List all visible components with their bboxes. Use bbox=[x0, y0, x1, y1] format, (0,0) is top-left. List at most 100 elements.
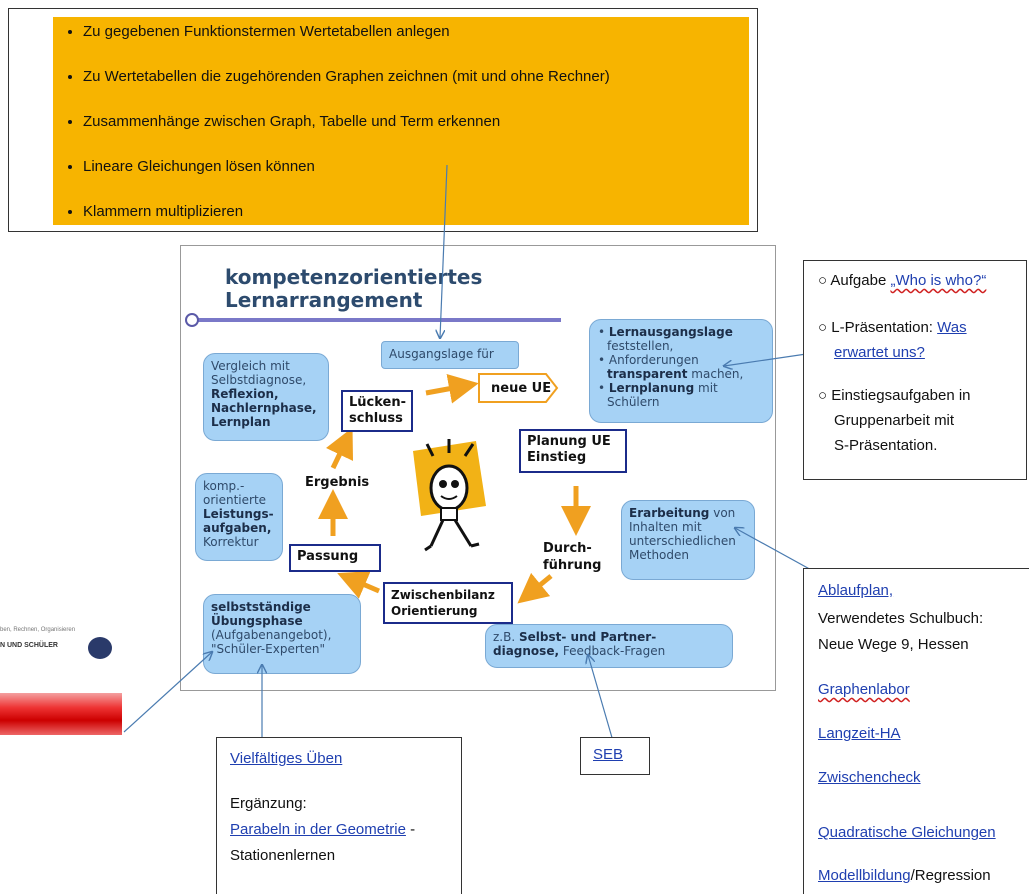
cutoff-text: N UND SCHÜLER bbox=[0, 642, 58, 649]
modellbildung-link[interactable]: Modellbildung bbox=[818, 867, 911, 884]
erarbeitung-bubble: Erarbeitung von Inhalten mit unterschied… bbox=[621, 500, 755, 580]
stationenlernen-text: Stationenlernen bbox=[230, 847, 336, 864]
seb-box: SEB bbox=[580, 737, 650, 775]
komp-bubble: komp.- orientierte Leistungs- aufgaben, … bbox=[195, 473, 283, 561]
neue-ue-label: neue UE bbox=[491, 381, 552, 396]
uebungsphase-line: (Aufgabenangebot), bbox=[211, 628, 332, 642]
graphenlabor-link[interactable]: Graphenlabor bbox=[818, 681, 910, 698]
goal-item: Zu Wertetabellen die zugehörenden Graphe… bbox=[83, 66, 610, 111]
schulbuch-line: Neue Wege 9, Hessen bbox=[818, 636, 969, 653]
komp-line: komp.- bbox=[203, 479, 245, 493]
vielfaeltiges-ueben-link[interactable]: Vielfältiges Üben bbox=[230, 750, 343, 767]
arrow-to-lueckenschluss bbox=[325, 427, 354, 470]
task-line: S-Präsentation. bbox=[834, 437, 938, 454]
who-is-who-link[interactable]: „Who is who?“ bbox=[890, 272, 987, 289]
bird-icon bbox=[88, 637, 112, 659]
uebungsphase-line: Übungsphase bbox=[211, 614, 303, 628]
vergleich-bubble: Vergleich mit Selbstdiagnose, Reflexion,… bbox=[203, 353, 329, 441]
uebungsphase-bubble: selbstständige Übungsphase (Aufgabenange… bbox=[203, 594, 361, 674]
ergaenzung-label: Ergänzung: bbox=[230, 795, 307, 812]
red-banner bbox=[0, 693, 122, 735]
uebungsphase-line: selbstständige bbox=[211, 600, 311, 614]
dash: - bbox=[405, 821, 416, 838]
ablaufplan-link[interactable]: Ablaufplan, bbox=[818, 582, 894, 599]
komp-line: aufgaben, bbox=[203, 521, 272, 535]
ausgangslage-text: Ausgangslage für bbox=[389, 347, 494, 361]
durchfuehrung-line: Durch- bbox=[543, 541, 592, 556]
erarbeitung-line: Methoden bbox=[629, 548, 689, 562]
passung-box: Passung bbox=[289, 544, 381, 572]
task-line: Einstiegsaufgaben in bbox=[831, 387, 971, 404]
vergleich-line: Vergleich mit bbox=[211, 359, 290, 373]
langzeit-ha-link[interactable]: Langzeit-HA bbox=[818, 725, 901, 742]
quadratische-gleichungen-link[interactable]: Quadratische Gleichungen bbox=[818, 824, 996, 841]
goal-item: Lineare Gleichungen lösen können bbox=[83, 156, 610, 201]
lernausgangslage-line: machen, bbox=[691, 367, 744, 381]
lernausgangslage-line: transparent bbox=[607, 367, 688, 381]
goal-item: Klammern multiplizieren bbox=[83, 201, 610, 246]
passung-text: Passung bbox=[297, 549, 359, 564]
arrow-to-zwischenbilanz bbox=[517, 572, 553, 604]
schulbuch-line: Verwendetes Schulbuch: bbox=[818, 610, 984, 627]
vergleich-line: Nachlernphase, bbox=[211, 401, 317, 415]
vergleich-line: Reflexion, bbox=[211, 387, 279, 401]
zwischenbilanz-line: Orientierung bbox=[391, 604, 478, 618]
zwischenbilanz-line: Zwischenbilanz bbox=[391, 588, 495, 602]
zwischencheck-link[interactable]: Zwischencheck bbox=[818, 769, 921, 786]
task-prefix: Aufgabe bbox=[830, 272, 887, 289]
erarbeitung-line: unterschiedlichen bbox=[629, 534, 736, 548]
task-who-is-who: ○ Aufgabe „Who is who?“ bbox=[818, 272, 987, 289]
seb-link[interactable]: SEB bbox=[593, 746, 624, 763]
lightbulb-icon bbox=[413, 439, 486, 552]
lernausgangslage-line: feststellen, bbox=[607, 339, 674, 353]
task-prefix: L-Präsentation: bbox=[831, 319, 933, 336]
erarbeitung-line: von bbox=[713, 506, 736, 520]
diagnose-line: diagnose, bbox=[493, 644, 560, 658]
neue-ue-shape bbox=[478, 373, 559, 403]
lernarrangement-diagram: kompetenzorientiertes Lernarrangement bbox=[180, 245, 776, 691]
diagnose-line: z.B. bbox=[493, 630, 516, 644]
diagram-title: kompetenzorientiertes Lernarrangement bbox=[225, 266, 482, 312]
planung-box: Planung UE Einstieg bbox=[519, 429, 627, 473]
lernausgangslage-bubble: • Lernausgangslage feststellen, • Anford… bbox=[589, 319, 773, 423]
tasks-panel: ○ Aufgabe „Who is who?“ ○ L-Präsentation… bbox=[803, 260, 1027, 480]
planung-line: Einstieg bbox=[527, 450, 587, 465]
durchfuehrung-line: führung bbox=[543, 558, 602, 573]
cutoff-text: ben, Rechnen, Organisieren bbox=[0, 627, 76, 633]
was-erwartet-uns-link[interactable]: Was bbox=[937, 319, 967, 336]
task-line: Gruppenarbeit mit bbox=[834, 412, 955, 429]
lernausgangslage-line: mit bbox=[698, 381, 718, 395]
lueckenschluss-box: Lücken- schluss bbox=[341, 390, 413, 432]
lueckenschluss-line: Lücken- bbox=[349, 395, 407, 410]
erarbeitung-line: Erarbeitung bbox=[629, 506, 710, 520]
uebungsphase-line: "Schüler-Experten" bbox=[211, 642, 325, 656]
diagnose-line: Feedback-Fragen bbox=[562, 644, 666, 658]
regression-text: /Regression bbox=[910, 867, 991, 884]
ausgangslage-bubble: Ausgangslage für bbox=[381, 341, 519, 369]
cycle-arrows bbox=[318, 373, 591, 604]
plan-panel: Ablaufplan, Verwendetes Schulbuch: Neue … bbox=[803, 568, 1029, 894]
task-praesentation: ○ L-Präsentation: Was erwartet uns? bbox=[818, 319, 967, 361]
task-einstieg: ○ Einstiegsaufgaben in Gruppenarbeit mit… bbox=[818, 387, 971, 454]
vergleich-line: Selbstdiagnose, bbox=[211, 373, 307, 387]
lernausgangslage-line: Lernplanung bbox=[608, 381, 695, 395]
diagram-title-line2: Lernarrangement bbox=[225, 288, 423, 312]
title-underline bbox=[191, 318, 561, 322]
planung-line: Planung UE bbox=[527, 434, 611, 449]
goals-list: Zu gegebenen Funktionstermen Wertetabell… bbox=[53, 21, 610, 246]
lernausgangslage-line: Anforderungen bbox=[608, 353, 699, 367]
lueckenschluss-line: schluss bbox=[349, 411, 403, 426]
was-erwartet-uns-link[interactable]: erwartet uns? bbox=[834, 344, 925, 361]
komp-line: Korrektur bbox=[203, 535, 259, 549]
komp-line: Leistungs- bbox=[203, 507, 274, 521]
vergleich-line: Lernplan bbox=[211, 415, 271, 429]
cropped-book-image: ben, Rechnen, Organisieren N UND SCHÜLER bbox=[0, 615, 125, 740]
komp-line: orientierte bbox=[203, 493, 267, 507]
title-dot bbox=[185, 313, 199, 327]
goals-highlight bbox=[53, 17, 749, 225]
ueben-panel: Vielfältiges Üben Ergänzung: Parabeln in… bbox=[216, 737, 462, 894]
arrow-to-passung bbox=[337, 571, 380, 599]
goals-box: Zu gegebenen Funktionstermen Wertetabell… bbox=[8, 8, 758, 232]
parabeln-link[interactable]: Parabeln in der Geometrie bbox=[230, 821, 406, 838]
lernausgangslage-line: Schülern bbox=[607, 395, 660, 409]
